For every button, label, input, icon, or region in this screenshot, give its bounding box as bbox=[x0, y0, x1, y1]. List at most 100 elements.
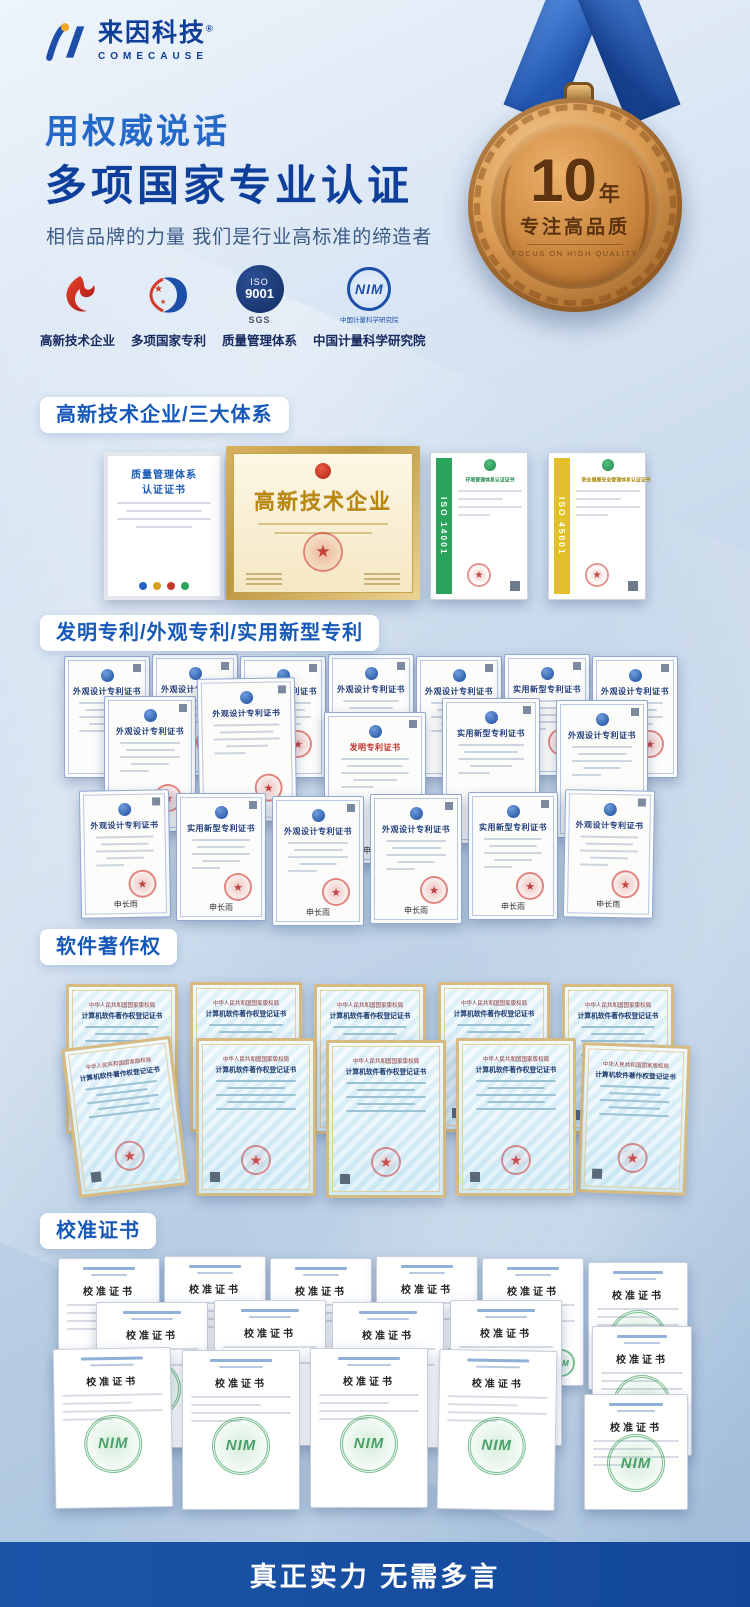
text-line bbox=[62, 1393, 163, 1397]
iso9001-badge-icon: ISO 9001 bbox=[235, 265, 284, 313]
red-seal-icon: ★ bbox=[303, 532, 343, 572]
text-line bbox=[345, 1082, 427, 1084]
calibration-certificate: 校准证书 NIM bbox=[592, 1326, 692, 1456]
calibration-certificate: 校准证书 NIM bbox=[376, 1256, 478, 1384]
text-line bbox=[220, 730, 274, 734]
patent-certificate: 外观设计专利证书 ★ bbox=[64, 656, 150, 778]
nim-green-seal-icon: NIM bbox=[359, 1360, 417, 1419]
text-line bbox=[172, 707, 218, 709]
text-line bbox=[298, 863, 338, 865]
red-star-seal-icon: ★ bbox=[603, 1083, 633, 1113]
text-line bbox=[597, 1308, 679, 1310]
sgs-mark: SGS bbox=[248, 315, 271, 325]
text-line bbox=[408, 1272, 446, 1274]
certificate-footer-lines bbox=[246, 573, 400, 585]
red-star-seal-icon: ★ bbox=[231, 1081, 261, 1111]
text-line bbox=[431, 716, 487, 718]
text-line bbox=[617, 1410, 655, 1412]
red-star-seal-icon: ★ bbox=[371, 1147, 401, 1177]
red-seal-icon: ★ bbox=[636, 730, 664, 758]
nim-green-seal-icon: NIM bbox=[241, 1358, 299, 1417]
certificate-header: 中华人民共和国国家版权局 bbox=[460, 1001, 528, 1007]
software-copyright-certificate: 中华人民共和国国家版权局 计算机软件著作权登记证书 ★ bbox=[456, 1038, 576, 1196]
text-line bbox=[319, 1402, 389, 1404]
section-title-tier1: 高新技术企业/三大体系 bbox=[40, 397, 289, 433]
badge-label: 高新技术企业 bbox=[40, 334, 116, 348]
text-line bbox=[191, 1404, 261, 1406]
signature-text: 申长雨 bbox=[404, 906, 428, 915]
patent-certificate: 实用新型专利证书 ★ 申长雨 bbox=[176, 793, 266, 921]
text-line bbox=[593, 1448, 654, 1450]
text-line bbox=[519, 714, 575, 716]
text-line bbox=[447, 1411, 548, 1415]
text-line bbox=[431, 730, 459, 732]
text-line bbox=[341, 1372, 388, 1374]
software-copyright-certificate: 中华人民共和国国家版权局 计算机软件著作权登记证书 ★ bbox=[61, 1035, 189, 1199]
text-line bbox=[483, 838, 543, 840]
patent-certificate-title: 外观设计专利证书 bbox=[284, 827, 352, 836]
patent-badge-icon: ★ ★ bbox=[149, 277, 187, 313]
text-line bbox=[215, 1080, 297, 1082]
text-line bbox=[400, 1265, 454, 1268]
red-star-seal-icon: ★ bbox=[241, 1145, 271, 1175]
light-streak bbox=[250, 508, 750, 1592]
qr-code-icon bbox=[221, 662, 229, 670]
calibration-certificate: 校准证书 NIM bbox=[270, 1258, 372, 1386]
signature-text: 申长雨 bbox=[479, 826, 503, 835]
certificate-title: 职业健康安全管理体系认证证书 bbox=[581, 478, 651, 484]
red-star-seal-icon: ★ bbox=[107, 1083, 137, 1113]
text-line bbox=[457, 1038, 531, 1040]
text-line bbox=[84, 709, 130, 711]
accreditation-logos bbox=[108, 582, 220, 590]
svg-text:★: ★ bbox=[154, 284, 163, 295]
text-line bbox=[333, 1054, 407, 1056]
nim-green-seal-icon: NIM bbox=[477, 1358, 535, 1417]
certificate-header: 中华人民共和国国家版权局 bbox=[212, 1001, 280, 1007]
text-line bbox=[431, 702, 487, 704]
patent-office-emblem-icon bbox=[409, 807, 423, 820]
software-copyright-certificate: 中华人民共和国国家版权局 计算机软件著作权登记证书 ★ bbox=[577, 1042, 691, 1196]
text-line bbox=[599, 1098, 670, 1104]
text-line bbox=[319, 1410, 419, 1412]
qr-code-icon bbox=[510, 581, 520, 591]
text-line bbox=[458, 490, 522, 492]
text-line bbox=[105, 1372, 152, 1374]
qr-code-icon bbox=[541, 800, 549, 808]
qr-code-icon bbox=[328, 1110, 338, 1120]
hero-title-line1: 用权威说话 bbox=[45, 113, 230, 151]
text-line bbox=[385, 854, 447, 856]
iso-band: ISO 14001 bbox=[436, 458, 452, 594]
text-line bbox=[79, 716, 135, 718]
text-line bbox=[209, 1024, 283, 1026]
patent-certificate-title: 外观设计专利证书 bbox=[382, 825, 450, 834]
text-line bbox=[385, 1318, 469, 1320]
text-line bbox=[475, 1108, 557, 1110]
text-line bbox=[447, 1419, 498, 1423]
text-line bbox=[467, 1045, 521, 1047]
nim-green-seal-icon: NIM bbox=[123, 1360, 181, 1419]
patent-office-emblem-icon bbox=[364, 667, 378, 680]
badge-nim: NIM 中国计量科学研究院 中国计量科学研究院 bbox=[313, 264, 426, 349]
text-line bbox=[609, 1403, 663, 1406]
calibration-certificate: 校准证书 NIM bbox=[52, 1346, 174, 1510]
badge-label: 多项国家专利 bbox=[131, 334, 207, 348]
text-line bbox=[343, 728, 371, 730]
text-line bbox=[191, 853, 251, 855]
text-line bbox=[491, 1320, 575, 1322]
patent-office-emblem-icon bbox=[188, 667, 202, 680]
certificate-title: 校准证书 bbox=[343, 1377, 395, 1388]
signature-text: 申长雨 bbox=[306, 908, 330, 917]
text-line bbox=[348, 707, 394, 709]
text-line bbox=[131, 1318, 173, 1320]
text-line bbox=[581, 1040, 655, 1042]
text-line bbox=[585, 842, 633, 846]
text-line bbox=[196, 1272, 234, 1274]
text-line bbox=[86, 1093, 159, 1105]
text-line bbox=[519, 728, 547, 730]
text-line bbox=[358, 1311, 418, 1314]
qr-code-icon bbox=[309, 664, 317, 672]
text-line bbox=[260, 709, 306, 711]
text-line bbox=[167, 728, 195, 730]
red-seal-icon: ★ bbox=[128, 869, 157, 898]
patent-office-emblem-icon bbox=[311, 809, 325, 822]
